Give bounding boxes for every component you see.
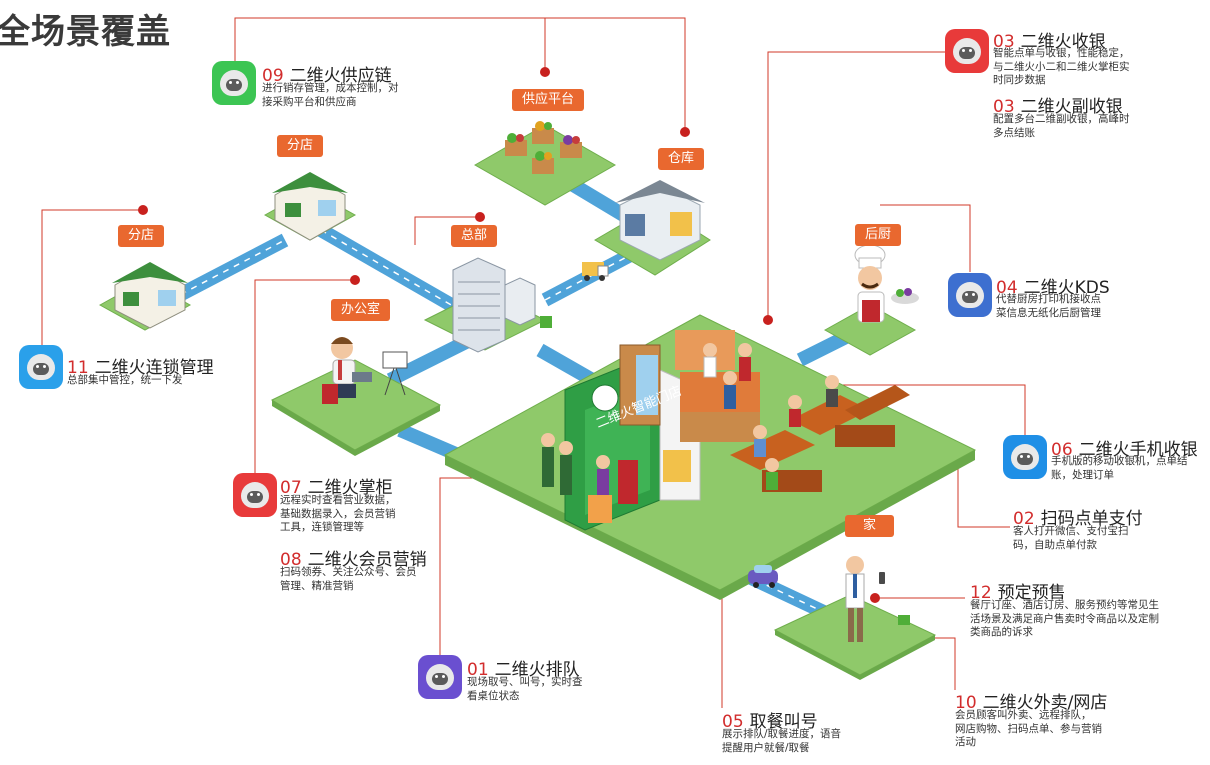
feature-desc: 会员顾客叫外卖、远程排队，网店购物、扫码点单、参与营销活动	[955, 709, 1102, 748]
feature-desc: 配置多台二维副收银，高峰时多点结账	[993, 113, 1130, 139]
feature-name: 扫码点单支付	[1040, 509, 1143, 529]
delivery-truck	[582, 262, 609, 281]
chef-figure	[854, 244, 919, 323]
tag-branch-b: 分店	[118, 225, 165, 247]
feature-name: 二维火排队	[494, 660, 580, 680]
platform-kitchen	[823, 304, 917, 356]
hq-towers	[452, 257, 552, 353]
feature-number: 01	[467, 660, 489, 680]
red-sheep-icon	[945, 29, 989, 73]
manager-sheep-icon	[233, 473, 277, 517]
connector-manager	[254, 279, 355, 482]
feature-desc: 客人打开微信、支付宝扫码，自助点单付款	[1013, 525, 1129, 551]
feature-desc: 远程实时查看营业数据，基础数据录入，会员营销工具，连锁管理等	[280, 494, 396, 533]
feature-number: 06	[1051, 440, 1073, 460]
feature-desc: 餐厅订座、酒店订房、服务预约等常见生活场景及满足商户售卖时令商品以及定制类商品的…	[970, 599, 1159, 638]
green-sheep-icon	[212, 61, 256, 105]
feature-desc: 扫码领券、关注公众号、会员管理、精准营销	[280, 566, 417, 592]
tag-supply-platform: 供应平台	[512, 89, 585, 111]
feature-number: 10	[955, 693, 977, 713]
feature-name: 二维火供应链	[289, 66, 392, 86]
feature-name: 二维火KDS	[1023, 278, 1110, 298]
feature-desc: 进行销存管理，成本控制，对接采购平台和供应商	[262, 82, 399, 108]
tag-office: 办公室	[331, 299, 391, 321]
feature-desc: 展示排队/取餐进度，语音提醒用户就餐/取餐	[722, 728, 842, 754]
feature-name: 二维火掌柜	[307, 478, 393, 498]
home-customer	[845, 556, 910, 642]
connector-mobile	[795, 384, 1026, 440]
connector-chain-mgmt	[41, 209, 143, 360]
queue-customers	[541, 433, 612, 523]
connector-queue	[439, 477, 540, 662]
feature-number: 03	[993, 97, 1015, 117]
feature-name: 预定预售	[997, 583, 1066, 603]
tag-headquarters: 总部	[451, 225, 498, 247]
purple-car	[748, 565, 778, 588]
produce-crates	[505, 121, 582, 174]
feature-name: 二维火副收银	[1020, 97, 1123, 117]
warehouse-building	[615, 180, 705, 261]
feature-name: 二维火手机收银	[1078, 440, 1198, 460]
tag-home: 家	[845, 515, 895, 537]
tag-warehouse: 仓库	[658, 148, 705, 170]
feature-desc: 总部集中管控，统一下发	[67, 374, 183, 386]
connector-supply-chain	[234, 17, 686, 132]
feature-name: 取餐叫号	[749, 712, 818, 732]
feature-number: 02	[1013, 509, 1035, 529]
connector-kds	[880, 204, 971, 272]
feature-desc: 手机版的移动收银机，点单结账，处理订单	[1051, 455, 1188, 481]
feature-number: 09	[262, 66, 284, 86]
dining-tables	[730, 375, 910, 492]
office-worker	[322, 337, 408, 404]
store-staff	[703, 343, 752, 409]
branch-shop-a	[272, 172, 348, 241]
purple-sheep-icon	[418, 655, 462, 699]
feature-number: 04	[996, 278, 1018, 298]
feature-desc: 现场取号、叫号，实时查看桌位状态	[467, 676, 583, 702]
feature-desc: 智能点单与收银，性能稳定，与二维火小二和二维火掌柜实时同步数据	[993, 47, 1130, 86]
feature-number: 08	[280, 550, 302, 570]
blue-sheep-icon	[19, 345, 63, 389]
feature-desc: 代替厨房打印机接收点菜信息无纸化后厨管理	[996, 293, 1101, 319]
feature-name: 二维火收银	[1020, 32, 1106, 52]
tag-kitchen: 后厨	[855, 224, 902, 246]
kds-sheep-icon	[948, 273, 992, 317]
feature-number: 07	[280, 478, 302, 498]
feature-number: 11	[67, 358, 89, 378]
phone-sheep-icon	[1003, 435, 1047, 479]
feature-number: 12	[970, 583, 992, 603]
feature-name: 二维火连锁管理	[94, 358, 214, 378]
feature-number: 05	[722, 712, 744, 732]
feature-name: 二维火会员营销	[307, 550, 427, 570]
branch-shop-b	[112, 262, 188, 329]
page-title: 全场景覆盖	[0, 12, 171, 52]
feature-name: 二维火外卖/网店	[982, 693, 1108, 713]
feature-number: 03	[993, 32, 1015, 52]
connector-cashier	[767, 51, 945, 320]
tag-branch-a: 分店	[277, 135, 324, 157]
connector-hq	[414, 216, 480, 245]
